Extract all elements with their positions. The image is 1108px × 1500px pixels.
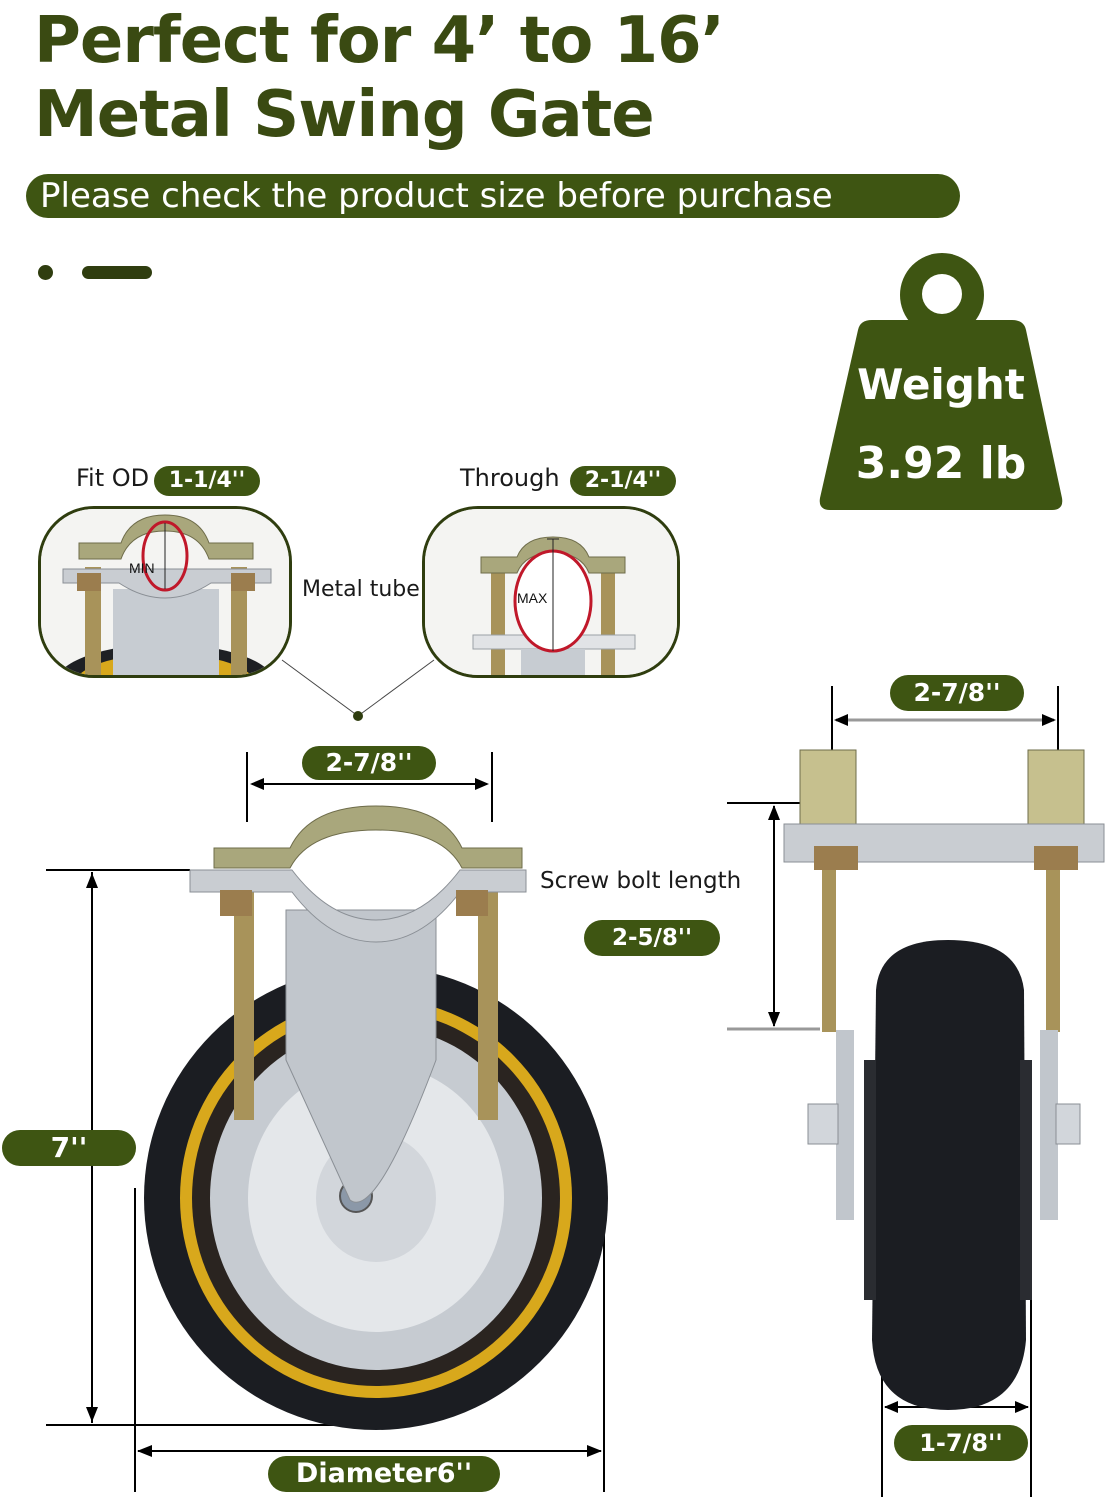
- metal-tube-label: Metal tube: [302, 577, 420, 602]
- decor-dot: [38, 265, 53, 280]
- caster-side-view: [783, 749, 1105, 1410]
- fit-od-value: 1-1/4'': [154, 466, 260, 496]
- weight-icon: [819, 253, 1063, 510]
- wheel-width: 1-7/8'': [894, 1425, 1028, 1461]
- front-clamp-width: 2-7/8'': [302, 746, 436, 780]
- weight-badge: Weight 3.92 lb: [818, 252, 1064, 514]
- max-marker: MAX: [517, 590, 548, 606]
- screw-bolt-length: 2-5/8'': [584, 920, 720, 956]
- size-check-banner: Please check the product size before pur…: [26, 174, 960, 218]
- headline-line-2: Metal Swing Gate: [34, 78, 655, 152]
- through-label: Through: [460, 464, 560, 492]
- clamp-min-illustration: MIN: [41, 509, 289, 675]
- caster-height: 7'': [2, 1130, 136, 1166]
- clamp-max-illustration: MAX: [425, 509, 677, 675]
- fit-od-label: Fit OD: [76, 464, 150, 492]
- wheel-diameter: Diameter6'': [268, 1456, 500, 1492]
- weight-value: 3.92 lb: [855, 438, 1027, 489]
- side-plate-width: 2-7/8'': [890, 675, 1024, 711]
- min-fit-inset: MIN: [38, 506, 292, 678]
- min-marker: MIN: [129, 560, 155, 576]
- decor-dash: [82, 266, 152, 279]
- through-value: 2-1/4'': [570, 466, 676, 496]
- max-fit-inset: MAX: [422, 506, 680, 678]
- caster-front-view: [144, 805, 608, 1430]
- headline-line-1: Perfect for 4’ to 16’: [34, 4, 725, 78]
- screw-bolt-label: Screw bolt length: [540, 868, 742, 894]
- weight-label: Weight: [857, 360, 1025, 409]
